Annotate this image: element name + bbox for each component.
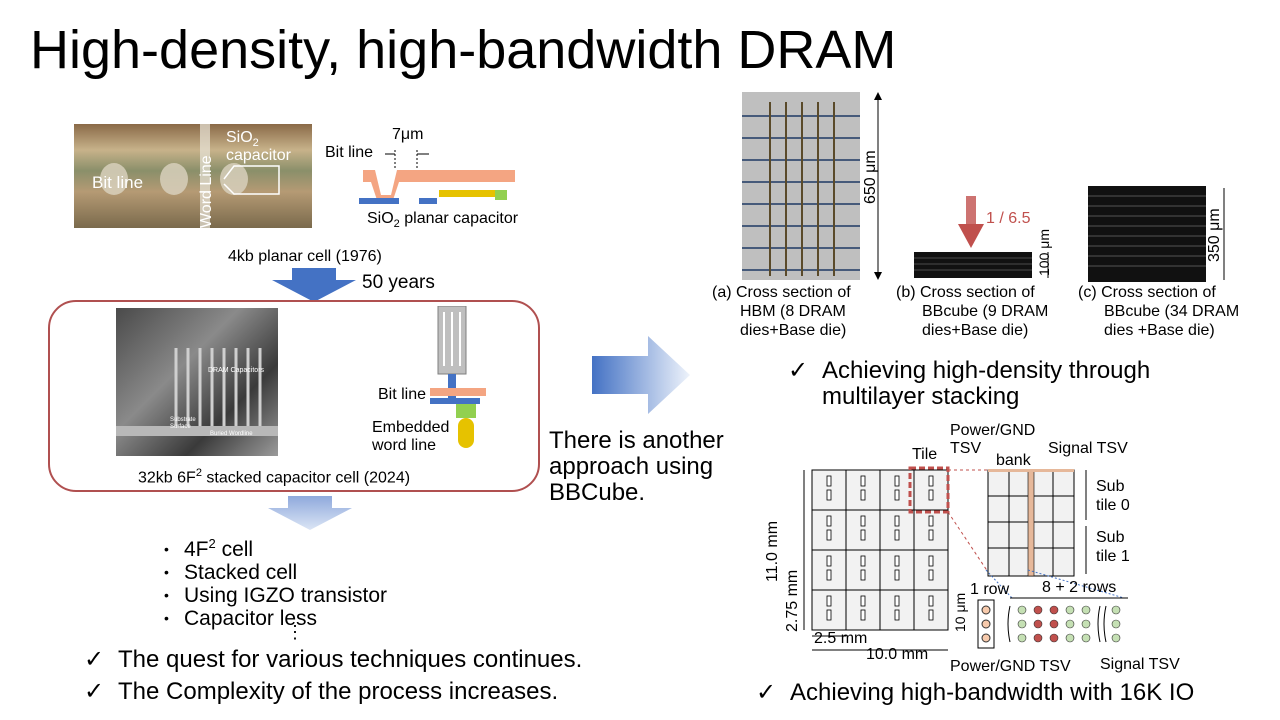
power-tsv-label-2: TSV [950, 440, 982, 457]
height-total-label: 11.0 mm [764, 520, 781, 582]
page-title: High-density, high-bandwidth DRAM [30, 20, 897, 80]
planar-cell-photo-overlay [100, 124, 280, 228]
subtile1-label-2: tile 1 [1096, 548, 1130, 565]
height-tile-label: 2.75 mm [784, 569, 801, 632]
diagram-pitch-label: 7μm [392, 126, 424, 143]
check-icon: ✓ [756, 679, 777, 706]
hbm-label-2: HBM (8 DRAM [740, 303, 846, 320]
list-item: Using IGZO transistor [164, 584, 387, 607]
rows-label: 8 + 2 rows [1042, 579, 1117, 596]
planar-capacitor-label: SiO2 planar capacitor [367, 210, 519, 231]
stacked-cell-box [48, 300, 540, 492]
sem-substrate-label: Substrate Surface [170, 417, 196, 430]
bbcube34-label-2: BBcube (34 DRAM [1104, 303, 1240, 320]
stacked-bit-line-label: Bit line [378, 386, 427, 403]
approach-text-3: BBCube. [549, 479, 646, 506]
tsv-layout-diagram [803, 466, 1128, 651]
bbcube9-height-label: 100 μm [1036, 229, 1052, 276]
bbcube9-label-3: dies+Base die) [922, 322, 1029, 339]
photo-sio2-label: SiO2 [226, 129, 259, 150]
planar-cell-diagram [359, 150, 515, 204]
sem-buried-label: Buried Wordline [210, 431, 253, 437]
list-item: 4F2 cell [164, 532, 387, 561]
width-tile-label: 2.5 mm [814, 630, 868, 647]
approach-text-1: There is another [549, 427, 724, 454]
subtile0-label-2: tile 0 [1096, 497, 1130, 514]
density-conclusion-2: multilayer stacking [822, 383, 1020, 410]
planar-cell-caption: 4kb planar cell (1976) [228, 248, 382, 265]
sem-photo-overlay [116, 348, 278, 436]
down-arrow-light-icon [268, 496, 352, 530]
hbm-label-3: dies+Base die) [740, 322, 847, 339]
subtile1-label-1: Sub [1096, 529, 1125, 546]
tile-label: Tile [912, 446, 938, 463]
one-row-label: 1 row [970, 581, 1010, 598]
bbcube9-cross-section [914, 196, 1049, 278]
photo-bit-line-label: Bit line [92, 173, 144, 192]
bbcube34-height-label: 350 μm [1206, 208, 1223, 262]
pitch-label: 10 μm [952, 592, 968, 632]
bandwidth-conclusion: ✓Achieving high-bandwidth with 16K IO [756, 679, 1195, 706]
stacked-cell-diagram [430, 306, 486, 448]
list-item: Stacked cell [164, 561, 387, 584]
ellipsis: ⋮ [286, 622, 304, 642]
bbcube34-label-3: dies +Base die) [1104, 322, 1215, 339]
list-item: Capacitor less [164, 607, 387, 630]
bbcube9-label-2: BBcube (9 DRAM [922, 303, 1049, 320]
hbm-label-1: (a) Cross section of [712, 284, 851, 301]
diagram-bit-line-label: Bit line [325, 144, 374, 161]
conclusion-2: ✓The Complexity of the process increases… [84, 678, 559, 705]
photo-word-line-label: Word Line [198, 155, 215, 228]
photo-capacitor-label: capacitor [226, 147, 291, 164]
ratio-label: 1 / 6.5 [986, 210, 1031, 227]
stacked-cell-caption: 32kb 6F2 stacked capacitor cell (2024) [138, 467, 411, 487]
bbcube34-cross-section [1088, 186, 1225, 282]
right-arrow-icon [592, 336, 690, 414]
future-techniques-list: 4F2 cell Stacked cell Using IGZO transis… [164, 532, 387, 630]
embedded-label-2: word line [372, 437, 437, 454]
hbm-height-label: 650 μm [862, 150, 879, 204]
signal-tsv-label: Signal TSV [1100, 656, 1180, 673]
bbcube34-label-1: (c) Cross section of [1078, 284, 1216, 301]
approach-text-2: approach using [549, 453, 714, 480]
sem-dram-caps-label: DRAM Capacitors [208, 367, 265, 374]
check-icon: ✓ [84, 678, 105, 705]
hbm-cross-section [742, 92, 882, 280]
embedded-label-1: Embedded [372, 419, 450, 436]
power-tsv-label-1: Power/GND [950, 422, 1036, 439]
years-label: 50 years [362, 272, 435, 293]
width-total-label: 10.0 mm [866, 646, 929, 663]
check-icon: ✓ [788, 357, 809, 384]
down-arrow-icon [272, 268, 356, 302]
density-conclusion-1: ✓Achieving high-density through [788, 357, 1151, 384]
power-gnd-tsv-label: Power/GND TSV [950, 658, 1071, 675]
bank-label: bank [996, 452, 1031, 469]
signal-tsv-top-label: Signal TSV [1048, 440, 1128, 457]
check-icon: ✓ [84, 646, 105, 673]
conclusion-1: ✓The quest for various techniques contin… [84, 646, 583, 673]
bbcube9-label-1: (b) Cross section of [896, 284, 1035, 301]
subtile0-label-1: Sub [1096, 478, 1125, 495]
